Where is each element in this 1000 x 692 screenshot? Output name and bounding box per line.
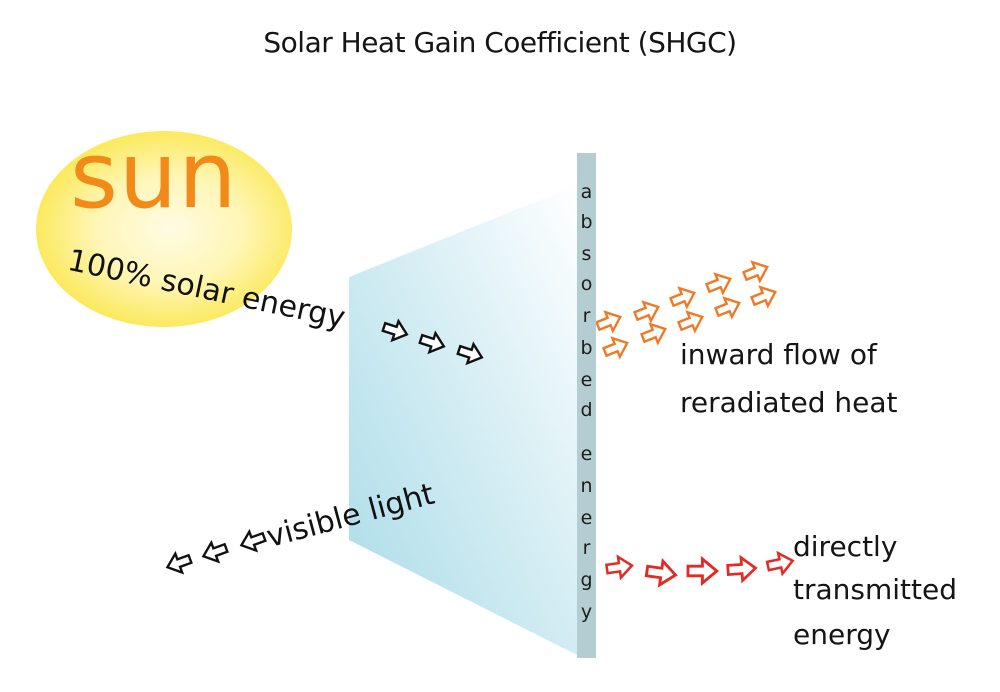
edge-letter: g <box>580 569 593 591</box>
right-arrow-icon <box>764 549 797 578</box>
right-arrow-icon <box>712 292 745 323</box>
right-arrow-icon <box>675 306 708 337</box>
left-arrow-icon <box>236 526 269 556</box>
right-arrow-icon <box>593 306 626 337</box>
transmitted-arrows <box>604 549 797 589</box>
inward-flow-label-line2: reradiated heat <box>680 386 898 419</box>
edge-letter: e <box>580 369 593 391</box>
right-arrow-icon <box>631 296 664 327</box>
edge-letter: d <box>580 399 593 421</box>
right-arrow-icon <box>748 281 781 312</box>
inward-flow-label-line1: inward flow of <box>680 338 877 371</box>
edge-letter: s <box>581 243 592 265</box>
right-arrow-icon <box>740 256 773 287</box>
glass-edge-absorbed-energy: a b s o r b e d e n e r g y <box>577 153 596 658</box>
edge-letter: o <box>580 273 593 295</box>
edge-letter: e <box>580 507 593 529</box>
right-arrow-icon <box>600 332 633 363</box>
right-arrow-icon <box>667 282 700 313</box>
sun-label: sun <box>70 122 238 229</box>
diagram-title: Solar Heat Gain Coefficient (SHGC) <box>263 26 737 59</box>
edge-letter: n <box>580 475 593 497</box>
transmitted-label-line1: directly <box>793 530 898 563</box>
glass-pane <box>349 185 577 655</box>
transmitted-label-line2: transmitted <box>793 573 957 606</box>
left-arrow-icon <box>198 537 231 567</box>
sun-circle <box>36 131 292 327</box>
right-arrow-icon <box>725 555 758 583</box>
right-arrow-icon <box>686 557 719 585</box>
left-arrow-icon <box>162 548 195 578</box>
visible-light-arrows <box>162 526 269 578</box>
right-arrow-icon <box>604 553 635 581</box>
edge-letter: e <box>580 443 593 465</box>
edge-letter: r <box>582 305 591 327</box>
edge-letter: b <box>580 337 593 359</box>
edge-letter: b <box>580 211 593 233</box>
edge-letter: a <box>580 181 593 203</box>
edge-letter: y <box>580 601 593 623</box>
right-arrow-icon <box>703 268 736 299</box>
transmitted-label-line3: energy <box>793 618 891 651</box>
right-arrow-icon <box>638 318 671 349</box>
right-arrow-icon <box>643 557 679 589</box>
edge-letter: r <box>582 537 591 559</box>
